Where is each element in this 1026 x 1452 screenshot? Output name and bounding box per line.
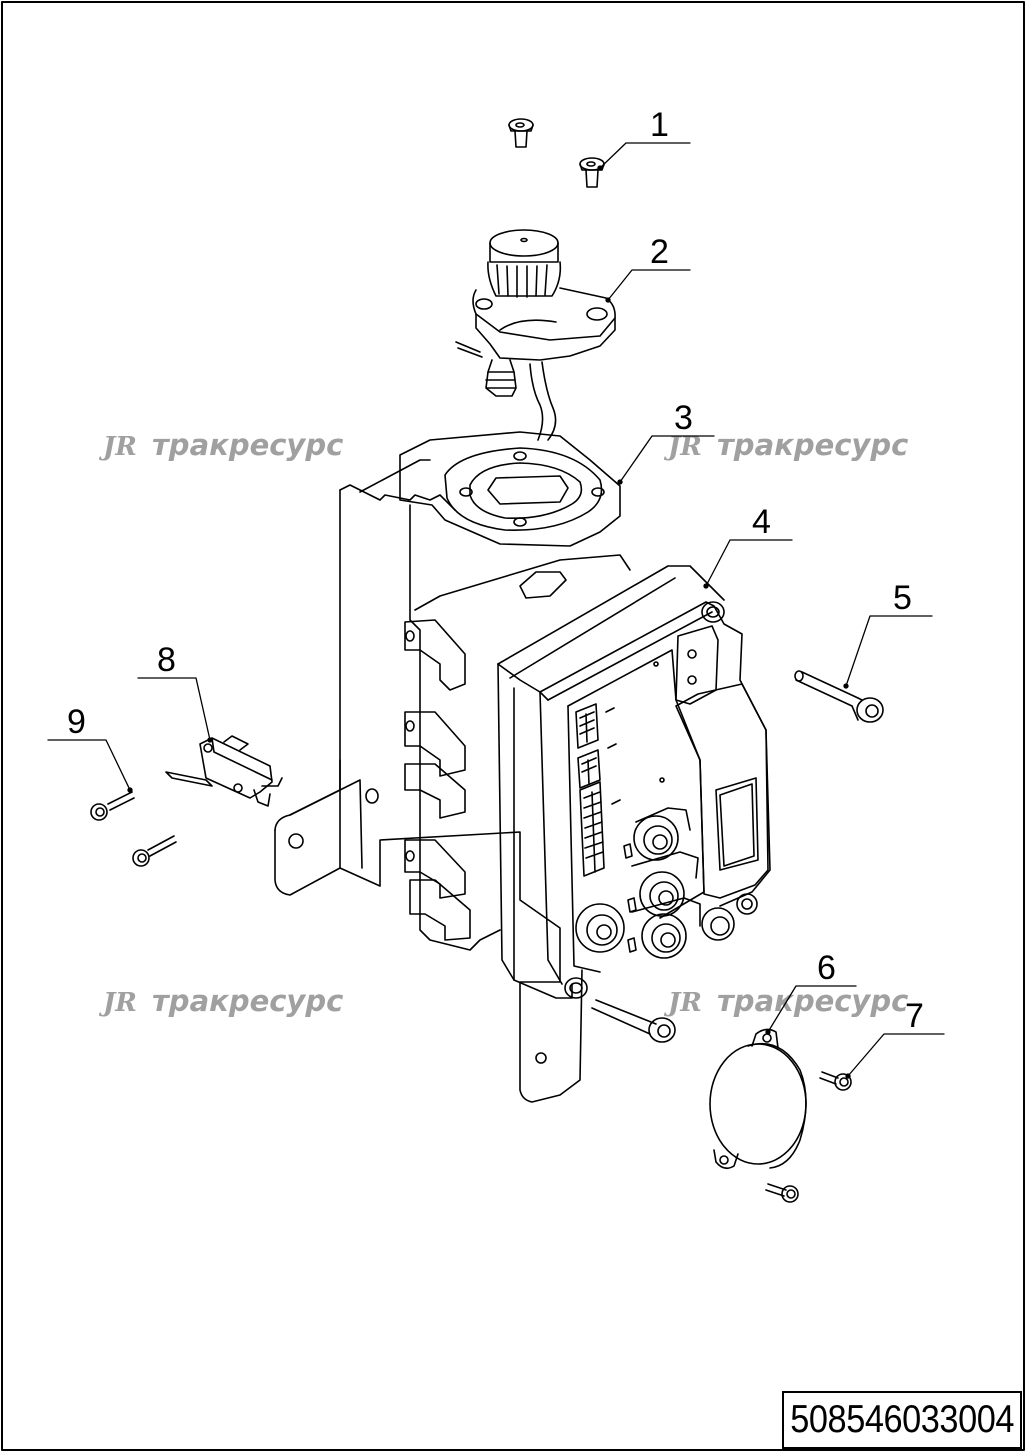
svg-text:тракресурс: тракресурс: [717, 984, 908, 1018]
callout-3: 3: [674, 399, 693, 437]
part-6-cover: [709, 1028, 807, 1170]
callout-6: 6: [817, 949, 836, 987]
connector-block-1: [575, 703, 599, 749]
part-number: 508546033004: [790, 1398, 1014, 1441]
callout-numbers: 1 2 3 4 5 6 7 8 9: [67, 106, 924, 1035]
callout-2: 2: [650, 233, 669, 271]
svg-text:JR: JR: [663, 432, 702, 462]
svg-text:JR: JR: [663, 988, 702, 1018]
connector-block-2: [577, 749, 601, 789]
cable-gland-2: [627, 851, 699, 917]
part-number-box: 508546033004: [782, 1391, 1022, 1449]
cable-gland-4: [575, 903, 625, 953]
callout-9: 9: [67, 703, 86, 741]
part-2-knob-potentiometer: [455, 229, 616, 441]
cable-gland-1: [623, 807, 691, 861]
part-9-screws: [90, 791, 177, 867]
watermark-bottom-right: JR тракресурс: [663, 984, 908, 1018]
watermark-top-right: JR тракресурс: [663, 428, 908, 462]
callout-8: 8: [157, 641, 176, 679]
part-5-bolt: [794, 670, 884, 723]
part-5-bolt-lower: [591, 999, 676, 1043]
cable-gland-3: [627, 897, 701, 959]
part-4-controller-unit: [497, 565, 771, 999]
callout-4: 4: [752, 503, 771, 541]
watermark-top-left: JR тракресурс: [98, 428, 343, 462]
svg-text:тракресурс: тракресурс: [152, 428, 343, 462]
callout-leaders: [47, 142, 945, 1079]
svg-text:JR: JR: [98, 988, 137, 1018]
part-3-gasket-bracket: [274, 431, 631, 1103]
connector-block-3: [579, 781, 605, 877]
callout-1: 1: [650, 106, 669, 144]
part-7-screws: [765, 1071, 852, 1203]
watermark-bottom-left: JR тракресурс: [98, 984, 343, 1018]
svg-text:тракресурс: тракресурс: [717, 428, 908, 462]
part-1-screws: [508, 118, 605, 188]
callout-5: 5: [893, 579, 912, 617]
svg-text:JR: JR: [98, 432, 137, 462]
svg-text:тракресурс: тракресурс: [152, 984, 343, 1018]
part-8-microswitch: [165, 735, 283, 807]
cable-gland-5: [701, 907, 735, 941]
callout-7: 7: [905, 997, 924, 1035]
